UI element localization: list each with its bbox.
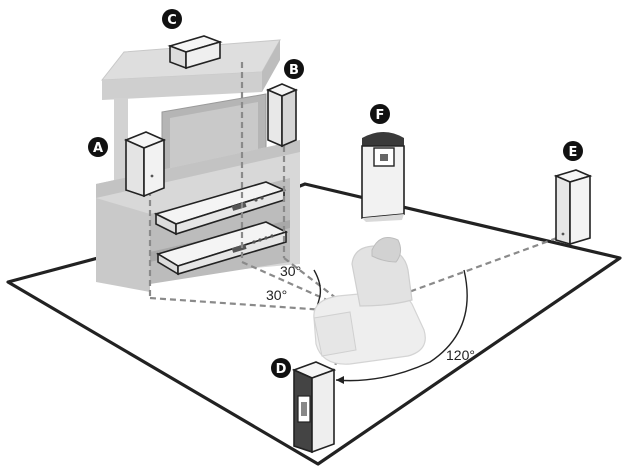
label-badge-d: D — [271, 358, 291, 378]
label-b: B — [289, 63, 299, 78]
av-receiver-upper — [153, 181, 287, 236]
label-badge-b: B — [284, 59, 304, 79]
armchair — [313, 237, 426, 365]
label-badge-f: F — [370, 104, 390, 124]
arc-upper-30 — [313, 269, 322, 297]
arc-surround-120 — [335, 269, 468, 382]
speaker-e — [553, 169, 593, 246]
angle-label-upper: 30° — [280, 263, 301, 279]
label-c: C — [167, 13, 177, 28]
label-badge-a: A — [88, 137, 108, 157]
speaker-f-subwoofer — [361, 132, 405, 222]
av-receiver-lower — [156, 221, 289, 276]
speaker-c — [167, 35, 223, 70]
speaker-a — [123, 131, 167, 198]
speaker-d — [291, 361, 337, 454]
label-e: E — [569, 145, 578, 160]
angle-label-surround: 120° — [446, 347, 475, 363]
label-badge-c: C — [162, 9, 182, 29]
line-listener-to-e — [353, 232, 569, 314]
angle-label-lower: 30° — [266, 287, 287, 303]
arc-arrowhead — [336, 376, 344, 384]
label-f: F — [376, 108, 385, 123]
speaker-b — [265, 83, 299, 148]
label-d: D — [276, 362, 287, 377]
label-badge-e: E — [563, 141, 583, 161]
label-a: A — [93, 141, 103, 156]
